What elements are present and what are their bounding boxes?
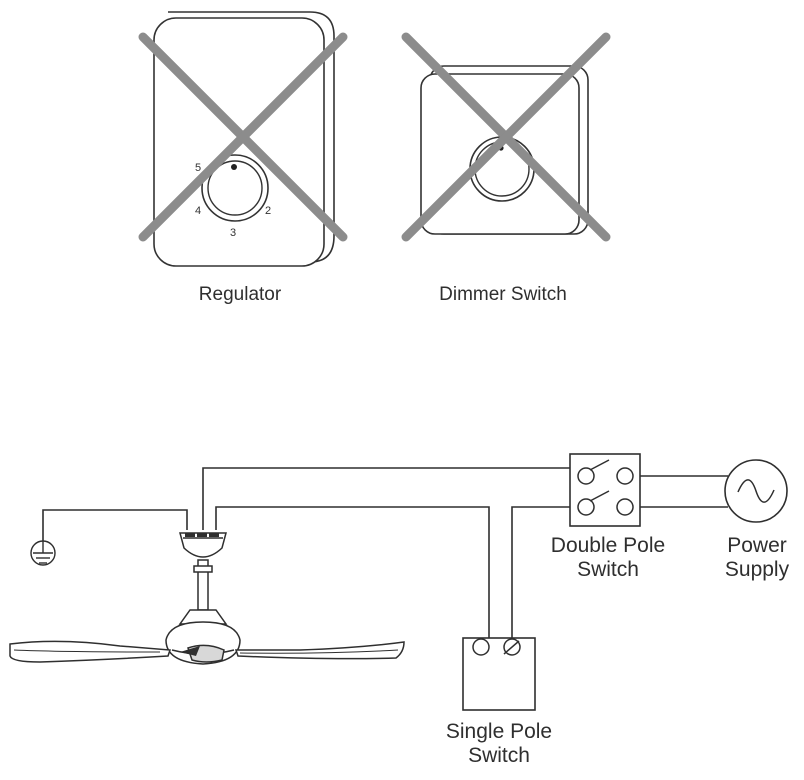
power-supply-label-line2: Supply [724, 558, 790, 582]
regulator-dial[interactable] [201, 154, 269, 222]
power-supply-ac-icon [724, 459, 788, 523]
dial-number-4: 4 [195, 205, 201, 217]
regulator-label: Regulator [198, 284, 282, 305]
wire-fan-to-single-pole [215, 506, 490, 638]
dimmer-body [420, 73, 580, 235]
single-pole-label-line1: Single Pole [445, 720, 553, 743]
fan-blade-right [234, 641, 405, 660]
dimmer-switch-label: Dimmer Switch [439, 284, 567, 305]
single-pole-switch[interactable] [462, 637, 536, 711]
regulator-device: 5 4 3 2 [138, 11, 348, 267]
single-pole-switch-label: Single Pole Switch [428, 720, 570, 768]
dial-number-5: 5 [195, 162, 201, 174]
double-pole-label-line2: Switch [577, 558, 639, 582]
wire-live-top [202, 467, 570, 530]
power-supply-label: Power Supply [712, 534, 802, 582]
dial-number-2: 2 [265, 205, 271, 217]
regulator-cross-mark [138, 32, 348, 242]
wire-ground [42, 509, 188, 541]
double-pole-label-line1: Double Pole [550, 534, 666, 557]
ceiling-fan [9, 532, 405, 665]
dial-number-3: 3 [230, 227, 236, 239]
earth-ground-icon [30, 540, 56, 566]
dial-indicator-dot [231, 164, 237, 170]
double-pole-switch-label: Double Pole Switch [538, 534, 678, 582]
single-pole-label-line2: Switch [468, 744, 530, 768]
fan-canopy [179, 532, 227, 558]
dimmer-device [401, 32, 611, 242]
double-pole-switch[interactable] [569, 453, 641, 527]
dimmer-cross-mark [401, 32, 611, 242]
wire-double-to-single-pole [511, 506, 570, 638]
wires [42, 467, 728, 638]
power-supply-label-line1: Power [727, 534, 787, 557]
